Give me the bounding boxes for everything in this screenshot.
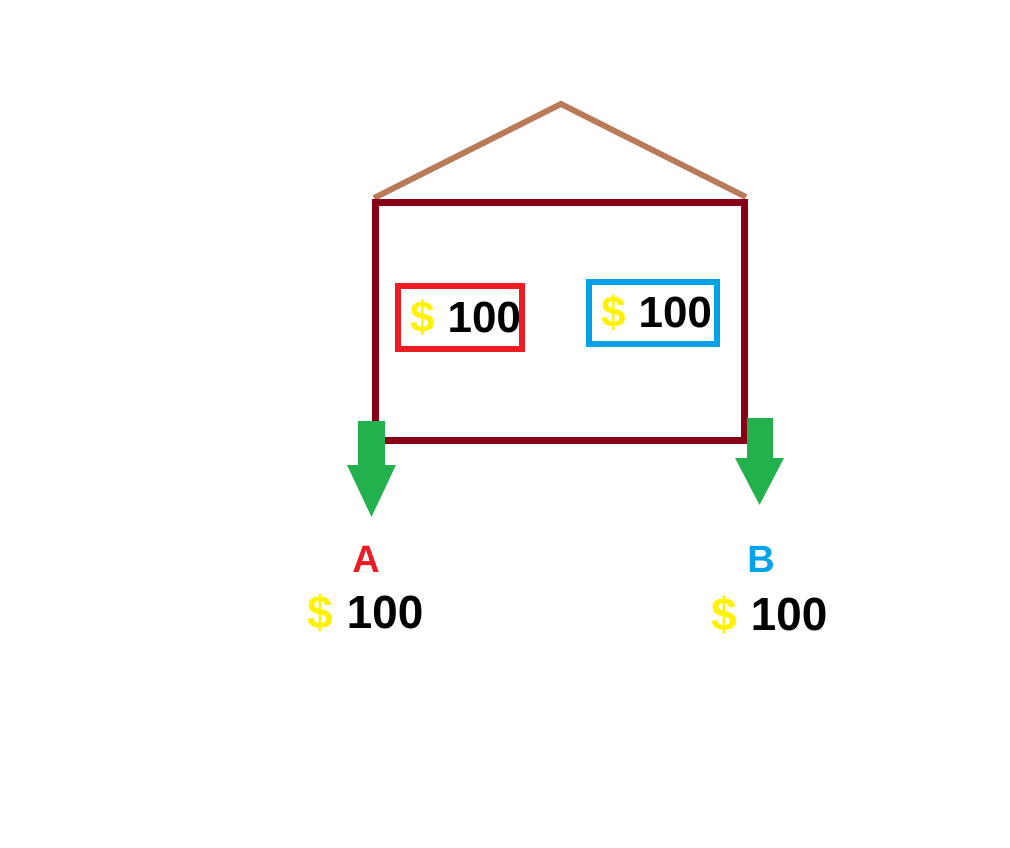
label-b: B <box>747 539 775 581</box>
currency-symbol: $ <box>711 588 737 640</box>
money-box-b: $ 100 <box>586 279 720 347</box>
payout-a: $ 100 <box>307 589 423 635</box>
house-outline <box>372 199 748 444</box>
amount-value: 100 <box>346 586 424 638</box>
roof-line <box>372 100 748 201</box>
currency-symbol: $ <box>410 292 435 342</box>
amount-value: 100 <box>447 292 521 342</box>
money-box-a: $ 100 <box>395 283 525 352</box>
amount-value: 100 <box>638 288 712 337</box>
amount-value: 100 <box>750 588 828 640</box>
currency-symbol: $ <box>601 288 626 337</box>
payout-b: $ 100 <box>711 591 827 637</box>
label-a: A <box>352 539 380 581</box>
currency-symbol: $ <box>307 586 333 638</box>
